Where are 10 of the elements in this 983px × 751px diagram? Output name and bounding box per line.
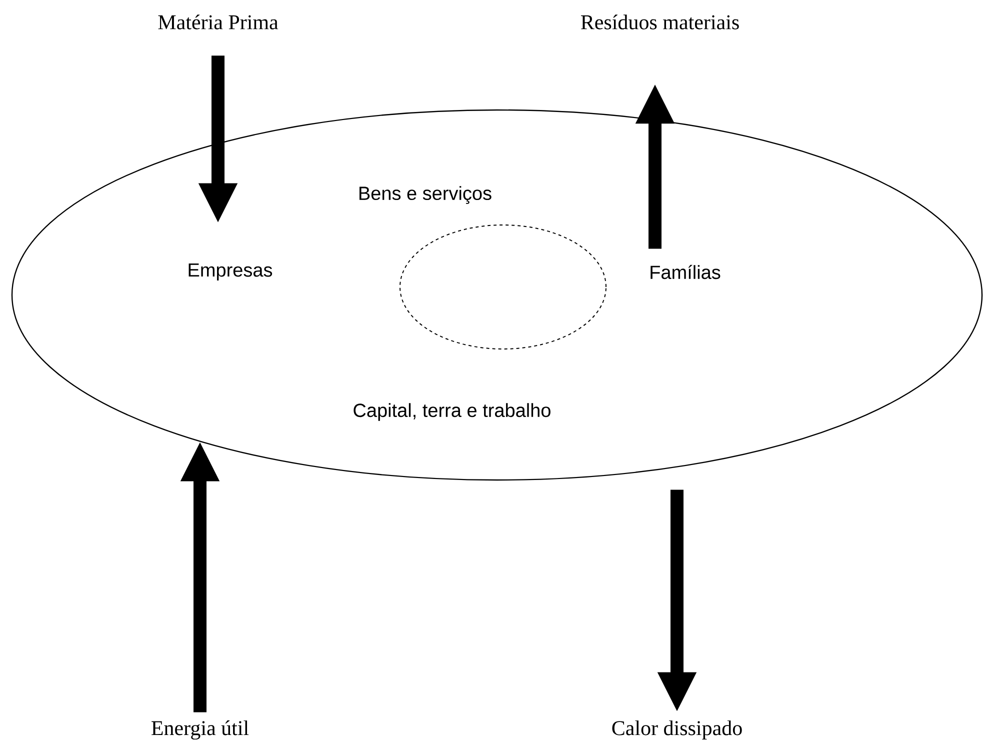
text-label: Famílias [650, 264, 720, 280]
text-label: Matéria Prima [158, 14, 278, 30]
text-label: Resíduos materiais [581, 14, 739, 30]
text-label: Energia útil [152, 720, 249, 740]
flow-label: Capital, terra e trabalho [354, 403, 550, 421]
ellipse [11, 109, 983, 481]
flow-label: Bens e serviços [360, 186, 492, 204]
dashed-circle [400, 224, 606, 350]
text-label: Calor dissipado [612, 720, 742, 740]
text-label: Empresas [188, 263, 272, 280]
